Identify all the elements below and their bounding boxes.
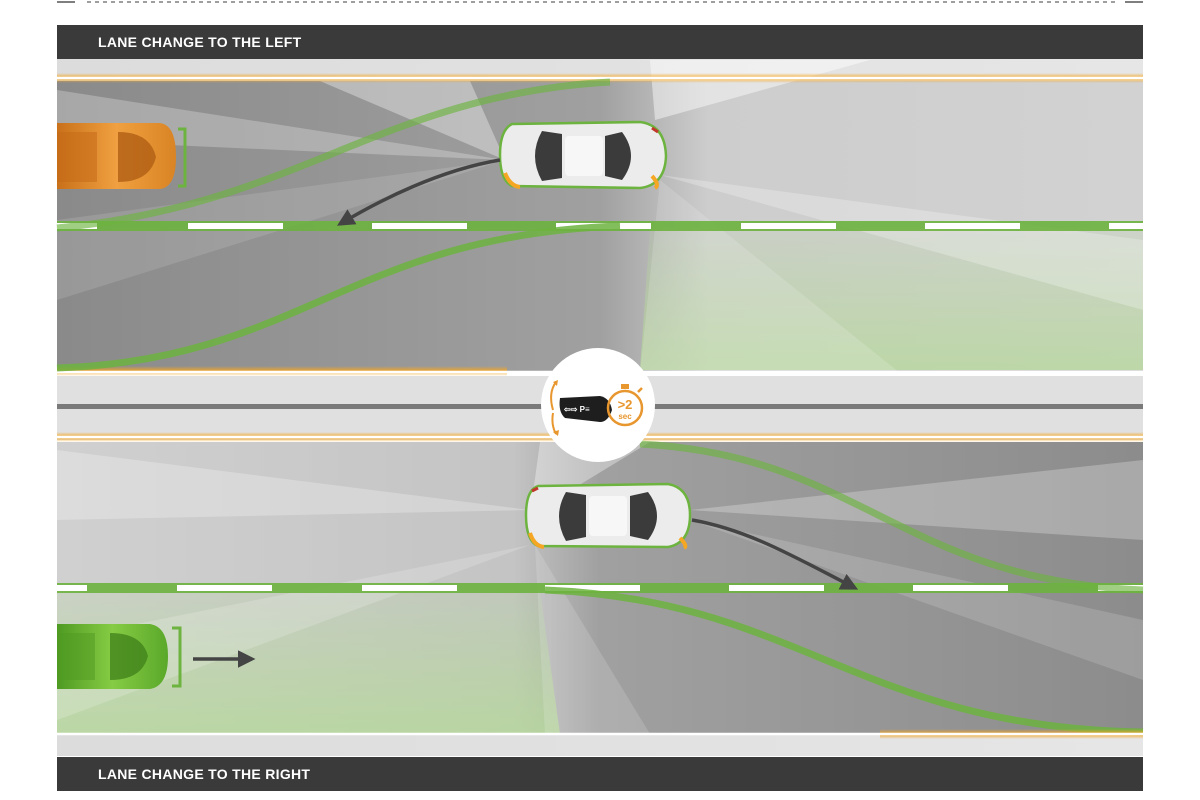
safe-zone-bottom <box>57 590 560 734</box>
direction-arrow-icon <box>691 518 859 590</box>
top-road <box>56 59 1143 376</box>
turn-signal-badge: ⇦⇨ P≡ >2 sec <box>541 348 655 462</box>
ego-car-bottom <box>524 482 692 550</box>
lever-label: ⇦⇨ P≡ <box>563 405 590 414</box>
lever-icon: ⇦⇨ P≡ <box>559 396 612 422</box>
timer-unit: sec <box>618 412 632 421</box>
rotate-arrows-icon <box>550 380 559 436</box>
safe-zone-top <box>640 228 1143 370</box>
stopwatch-icon: >2 sec <box>606 384 644 427</box>
lane-change-right-title: LANE CHANGE TO THE RIGHT <box>57 757 1143 791</box>
green-car <box>57 624 182 689</box>
ego-car-top <box>498 120 668 190</box>
timer-value: >2 <box>618 397 633 412</box>
lane-change-left-title: LANE CHANGE TO THE LEFT <box>57 25 1143 59</box>
top-dashed-rule <box>57 1 1143 3</box>
orange-car <box>57 123 187 189</box>
direction-arrow-icon <box>336 158 501 226</box>
